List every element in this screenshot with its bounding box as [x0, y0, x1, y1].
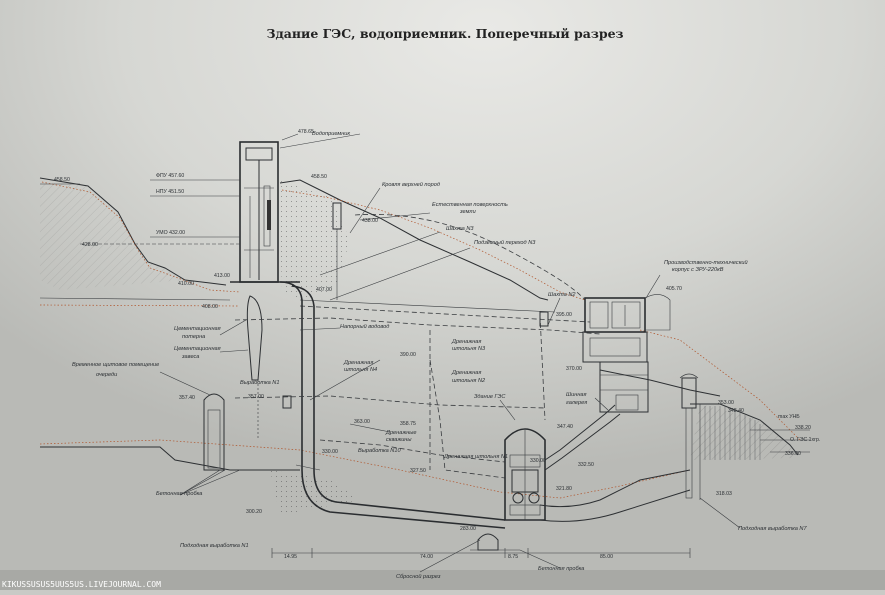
label-bus-gallery-1: Шинная — [566, 392, 587, 398]
label-pressure-penstock: Напорный водовод — [340, 323, 389, 330]
label-concrete-plug-2: Бетонная пробка — [538, 566, 584, 572]
elev-npu: НПУ 451.50 — [156, 189, 184, 195]
elev-458-50-top: 458.50 — [311, 174, 327, 180]
elevation-marks: 478.65 458.50 458.50 ФПУ 457.60 НПУ 451.… — [54, 129, 820, 532]
elev-330-b: 330.00 — [530, 458, 546, 464]
label-grout-gallery-2: потерна — [182, 334, 205, 340]
label-drainage-3b: штольня N3 — [452, 346, 486, 352]
label-drainage-4a: Дренажная — [343, 360, 373, 366]
elev-327-50: 327.50 — [410, 468, 426, 474]
elev-330-a: 330.00 — [322, 449, 338, 455]
dimension-chain — [271, 548, 691, 558]
label-access-adit-1: Подходная выработка N1 — [180, 543, 249, 549]
elev-408: 408.00 — [202, 304, 218, 310]
label-bus-gallery-2: галерея — [566, 400, 587, 406]
dim-8-75: 8.75 — [508, 554, 518, 560]
elev-300-20: 300.20 — [246, 509, 262, 515]
elev-438: 438.00 — [362, 218, 378, 224]
label-shaft-3: Шахта N3 — [446, 226, 474, 232]
elev-357-40: 357.40 — [179, 395, 195, 401]
label-discharge-cut: Сбросной разрез — [396, 573, 441, 580]
elev-357: 357.00 — [248, 394, 264, 400]
elev-390: 390.00 — [400, 352, 416, 358]
leader-lines — [159, 133, 741, 573]
label-natural-surface-1: Естественная поверхность — [432, 202, 508, 208]
elev-332-50: 332.50 — [578, 462, 594, 468]
elev-353: 353.00 — [718, 400, 734, 406]
elev-ugs: О. ГЭС 1хгр. — [790, 437, 820, 443]
dim-85: 85.00 — [600, 554, 613, 560]
label-drainage-2a: Дренажная — [451, 370, 481, 376]
elev-321-80: 321.80 — [556, 486, 572, 492]
label-grout-curtain-2: завеса — [181, 354, 199, 360]
label-rock-roof: Кровля верхней пород — [382, 181, 440, 188]
water-intake-structure — [230, 141, 300, 283]
elev-347-40: 347.40 — [557, 424, 573, 430]
elev-318-03: 318.03 — [716, 491, 732, 497]
elev-458-50-left: 458.50 — [54, 177, 70, 183]
elev-407: 407.00 — [316, 287, 332, 293]
shafts — [282, 202, 549, 409]
label-temporary-room: Временное щитовое помещение — [72, 362, 159, 368]
elev-363: 363.00 — [354, 419, 370, 425]
production-building — [582, 294, 671, 413]
outlet-gallery — [470, 533, 520, 551]
bottom-shadow — [0, 570, 885, 590]
dim-14-95: 14.95 — [284, 554, 297, 560]
reservoir-levels — [40, 179, 240, 245]
grout-curtain — [246, 295, 263, 440]
tailwater-structure — [679, 373, 810, 500]
label-natural-surface-2: земли — [459, 209, 476, 215]
label-shaft-2: Шахта N2 — [548, 292, 576, 298]
elev-428: 428.00 — [82, 242, 98, 248]
label-access-adit-7: Подходная выработка N7 — [738, 526, 807, 532]
label-prod-building-1: Производственно-технический — [664, 259, 748, 266]
drawing-title: Здание ГЭС, водоприемник. Поперечный раз… — [266, 26, 623, 41]
penstock — [279, 281, 506, 529]
elev-395: 395.00 — [556, 312, 572, 318]
elev-358-75: 358.75 — [400, 421, 416, 427]
temporary-room-shaft — [203, 393, 225, 471]
elev-413: 413.00 — [214, 273, 230, 279]
component-labels: Водоприемник Кровля верхней пород Естест… — [72, 131, 807, 580]
elev-370: 370.00 — [566, 366, 582, 372]
label-drainage-2b: штольня N2 — [452, 378, 486, 384]
elev-405-70: 405.70 — [666, 286, 682, 292]
label-adit-1: Выработка N1 — [240, 380, 279, 386]
label-drainage-1: Дренажная штольня N1 — [443, 454, 508, 460]
powerhouse-cavern — [504, 404, 691, 522]
watermark: KIKUSSUSUS5UUS5US.LIVEJOURNAL.COM — [2, 580, 161, 589]
elev-478-65: 478.65 — [298, 129, 314, 135]
label-water-intake: Водоприемник — [312, 131, 350, 137]
elev-max-unb: max УНБ — [778, 414, 800, 420]
label-adit-10: Выработка N10 — [358, 448, 401, 454]
elev-umo: УМО 432.00 — [156, 230, 185, 236]
label-drainage-3a: Дренажная — [451, 339, 481, 345]
label-drain-wells-2: скважины — [386, 437, 412, 443]
elev-fpu: ФПУ 457.60 — [156, 173, 184, 179]
label-underground-passage: Подземный переход N3 — [474, 239, 536, 246]
elev-336: 336.00 — [785, 451, 801, 457]
rock-hatch-areas — [40, 180, 798, 515]
label-drain-wells-1: Дренажные — [385, 430, 417, 436]
label-grout-gallery-1: Цементационная — [174, 326, 221, 332]
drainage-galleries — [234, 314, 601, 479]
label-concrete-plug: Бетонная пробка — [156, 491, 202, 497]
label-prod-building-2: корпус с ЗРУ-220кВ — [672, 267, 724, 273]
label-powerhouse: Здание ГЭС — [474, 394, 506, 400]
elev-338-20: 338.20 — [795, 425, 811, 431]
elev-348-40: 348.40 — [728, 408, 744, 414]
label-drainage-4b: штольня N4 — [344, 367, 377, 373]
elev-410: 410.00 — [178, 281, 194, 287]
label-queue: очереди — [96, 372, 117, 378]
dimension-values: 14.95 74.00 8.75 85.00 — [284, 554, 613, 560]
dim-74: 74.00 — [420, 554, 433, 560]
elev-283: 283.00 — [460, 526, 476, 532]
label-grout-curtain-1: Цементационная — [174, 346, 221, 352]
